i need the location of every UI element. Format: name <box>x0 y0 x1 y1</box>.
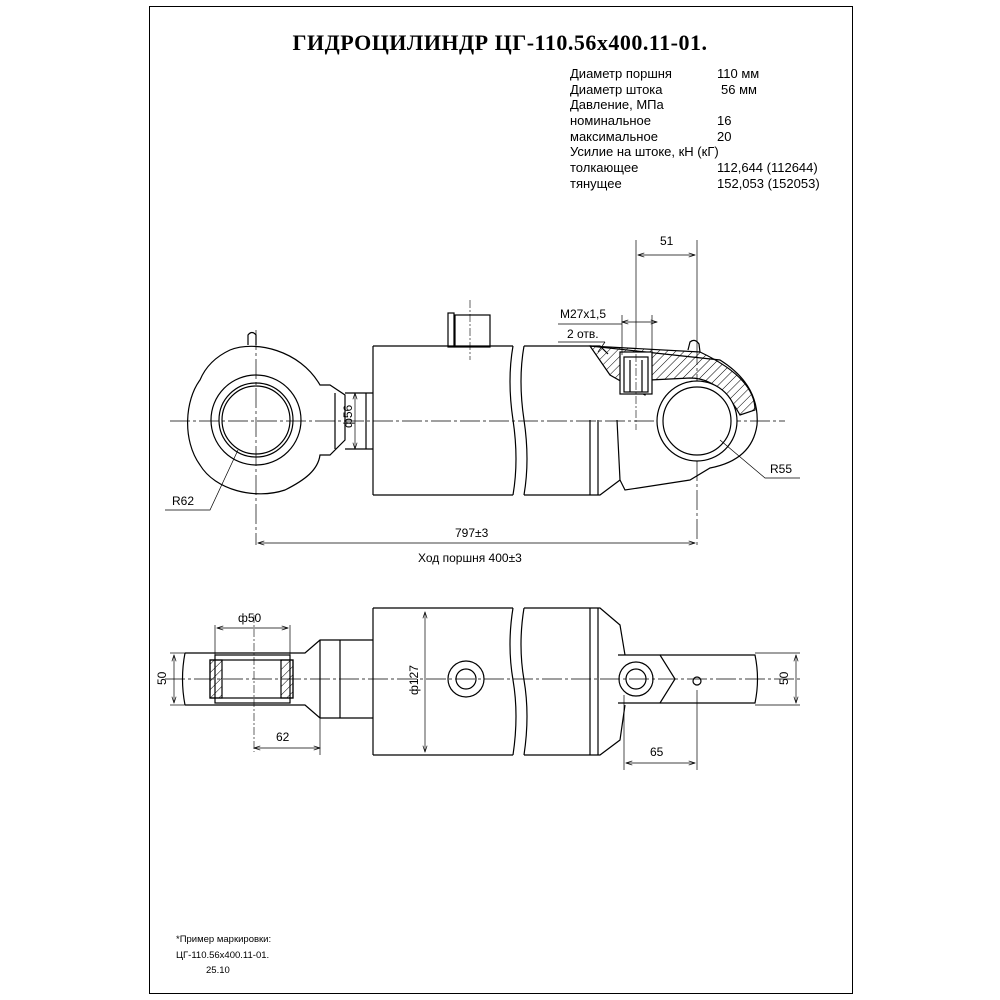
drawing-title: ГИДРОЦИЛИНДР ЦГ-110.56х400.11-01. <box>292 30 708 55</box>
label-rod-diameter: ф56 <box>341 404 355 428</box>
marking-line: ЦГ-110.56х400.11-01. <box>176 949 270 961</box>
label-eye-offset-right: 65 <box>650 745 664 759</box>
right-eye-plan <box>618 652 800 770</box>
marking-example: *Пример маркировки: ЦГ-110.56х400.11-01.… <box>176 932 271 979</box>
spec-value: 112,644 (112644) <box>717 160 818 176</box>
label-overall-length: 797±3 <box>455 526 489 540</box>
label-radius-right: R55 <box>770 462 792 476</box>
marking-line: 25.10 <box>206 965 230 976</box>
spec-label: тянущее <box>570 175 622 191</box>
label-pin-diameter: ф50 <box>238 611 262 625</box>
drawing-frame <box>149 6 853 994</box>
spec-label: Диаметр поршня <box>570 66 672 81</box>
label-thread: М27х1,5 <box>560 307 606 321</box>
label-radius-left: R62 <box>172 494 194 508</box>
label-width-left: 50 <box>155 671 169 685</box>
spec-label: толкающее <box>570 160 639 176</box>
leader-radius-right <box>719 439 800 479</box>
dim-port-spacing <box>635 240 698 345</box>
leader-radius-left <box>165 449 239 511</box>
spec-value: 56 мм <box>721 81 757 97</box>
rod-eye-right <box>588 339 758 491</box>
label-thread-count: 2 отв. <box>567 327 599 341</box>
left-eye-section <box>170 615 373 755</box>
spec-value: 110 мм <box>717 66 760 81</box>
bottom-view <box>165 607 800 770</box>
label-stroke: Ход поршня 400±3 <box>418 551 522 565</box>
spec-label: номинальное <box>570 113 652 129</box>
spec-label: Диаметр штока <box>570 81 663 97</box>
spec-label: Давление, МПа <box>570 97 664 113</box>
top-view <box>165 240 800 545</box>
rod-eye-left <box>187 331 373 495</box>
label-barrel-diameter: ф127 <box>407 665 421 695</box>
label-width-right: 50 <box>777 671 791 685</box>
marking-line: *Пример маркировки: <box>176 934 272 945</box>
label-port-spacing: 51 <box>660 234 674 248</box>
label-eye-offset-left: 62 <box>276 730 290 744</box>
spec-value: 20 <box>717 128 732 144</box>
spec-label: максимальное <box>570 128 658 144</box>
spec-value: 152,053 (152053) <box>717 175 820 191</box>
spec-label: Усилие на штоке, кН (кГ) <box>570 144 719 160</box>
cylinder-barrel-bottom <box>372 607 626 756</box>
spec-value: 16 <box>717 113 732 129</box>
dim-thread <box>558 315 657 355</box>
